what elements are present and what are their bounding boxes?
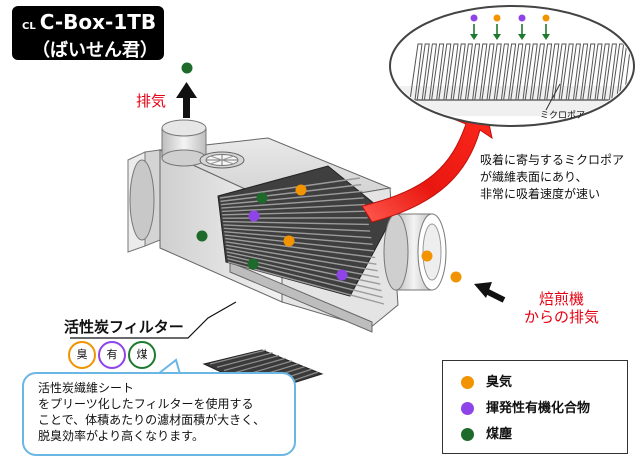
product-nickname: （ばいせん君） [32, 40, 158, 61]
bubble-tail [157, 358, 181, 375]
voc-particle [336, 269, 348, 281]
exhaust-label: 排気 [136, 92, 167, 110]
description-line: 活性炭繊維シート [38, 381, 135, 395]
inlet-label-line: からの排気 [524, 308, 600, 326]
particles [181, 62, 462, 283]
micropore-label: ミクロポア [540, 111, 586, 121]
odor-badge: 臭 [68, 341, 96, 369]
exhaust-pipe [161, 119, 207, 167]
description-line: をプリーツ化したフィルターを使用する [38, 397, 254, 411]
inlet-label: 焙煎機 からの排気 [524, 290, 599, 326]
dust-particle [181, 62, 193, 74]
filter-leader-line [70, 301, 237, 339]
voc-particle [248, 210, 260, 222]
badge-text: 有 [106, 348, 118, 361]
legend-item-voc: 揮発性有機化合物 [461, 397, 590, 417]
odor-particle [450, 271, 462, 283]
description-text: 活性炭繊維シート をプリーツ化したフィルターを使用する ことで、体積あたりの濾材… [38, 380, 288, 444]
micropore-zoom [389, 5, 635, 127]
legend-dot-icon [461, 402, 474, 415]
fan [199, 151, 245, 169]
legend-item-dust: 煤塵 [461, 423, 512, 443]
legend: 臭気 揮発性有機化合物 煤塵 [442, 360, 628, 454]
filter-label: 活性炭フィルター [64, 318, 184, 336]
odor-particle [421, 250, 433, 262]
dust-particle [256, 192, 268, 204]
odor-particle [283, 235, 295, 247]
badge-text: 臭 [76, 348, 88, 361]
dust-particle [247, 258, 259, 270]
incoming-particles [470, 14, 550, 40]
legend-dot-icon [461, 376, 474, 389]
left-duct [127, 149, 161, 253]
voc-badge: 有 [98, 341, 126, 369]
note-line: が繊維表面にあり、 [480, 170, 588, 184]
product-model: C-Box-1TB [39, 10, 157, 34]
adsorption-note: 吸着に寄与するミクロポア が繊維表面にあり、 非常に吸着速度が速い [480, 152, 624, 203]
product-prefix: CL [22, 21, 36, 32]
legend-label: 臭気 [486, 375, 513, 390]
inlet-arrow-icon [474, 282, 506, 303]
dust-badge: 煤 [128, 341, 156, 369]
description-line: ことで、体積あたりの濾材面積が大きく、 [38, 413, 266, 427]
legend-label: 煤塵 [486, 427, 513, 442]
housing-base [229, 261, 373, 333]
legend-item-odor: 臭気 [461, 371, 512, 391]
legend-label: 揮発性有機化合物 [486, 401, 591, 416]
description-bubble [22, 372, 296, 456]
inlet-label-line: 焙煎機 [539, 290, 585, 308]
dust-particle [196, 230, 208, 242]
odor-particle [295, 184, 307, 196]
note-line: 吸着に寄与するミクロポア [480, 153, 625, 167]
note-line: 非常に吸着速度が速い [480, 187, 601, 201]
legend-dot-icon [461, 428, 474, 441]
description-line: 脱臭効率がより高くなります。 [38, 429, 204, 443]
badge-text: 煤 [136, 348, 148, 361]
inlet-pipe [383, 213, 447, 291]
exhaust-arrow-icon [176, 82, 197, 118]
